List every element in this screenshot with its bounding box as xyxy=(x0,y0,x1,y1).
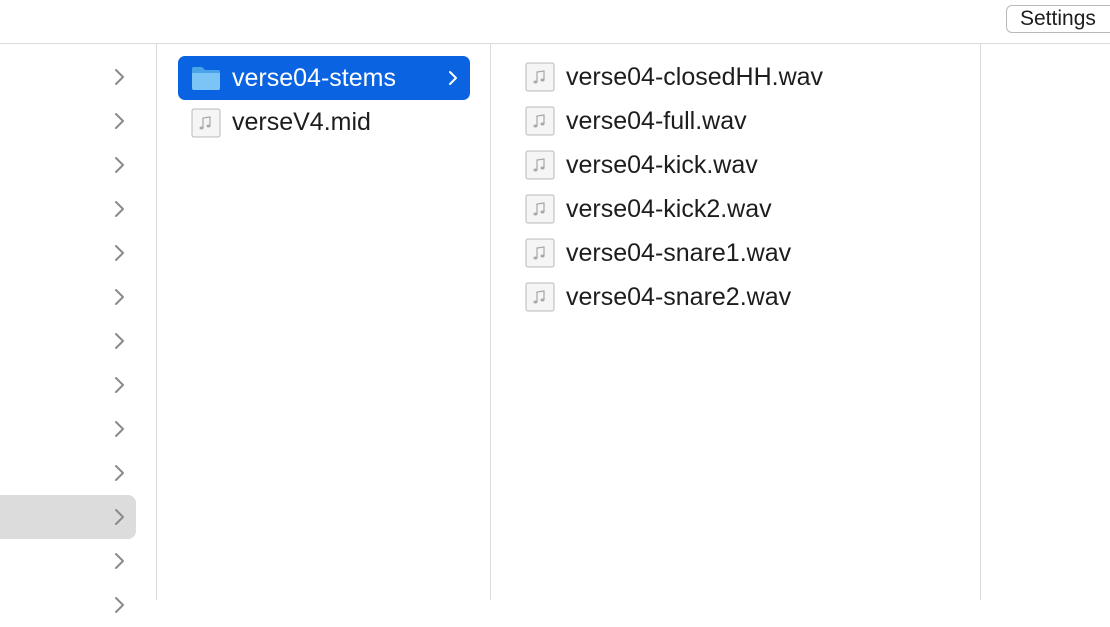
audio-file-icon xyxy=(525,194,555,224)
chevron-right-icon xyxy=(112,595,128,615)
folder-icon xyxy=(191,64,221,92)
list-item-file[interactable]: verse04-snare2.wav xyxy=(522,275,962,319)
chevron-right-icon xyxy=(112,463,128,483)
finder-column-1[interactable] xyxy=(0,44,157,613)
file-label: verse04-full.wav xyxy=(566,107,747,135)
audio-file-icon xyxy=(525,238,555,268)
audio-file-icon xyxy=(525,62,555,92)
list-item[interactable] xyxy=(0,407,136,451)
list-item-selected[interactable] xyxy=(0,495,136,539)
audio-file-icon xyxy=(525,150,555,180)
list-item[interactable] xyxy=(0,363,136,407)
toolbar: Settings xyxy=(0,0,1110,44)
chevron-right-icon xyxy=(112,287,128,307)
list-item-file[interactable]: verse04-kick.wav xyxy=(522,143,962,187)
settings-button[interactable]: Settings xyxy=(1006,5,1110,33)
list-item-folder-verse04-stems[interactable]: verse04-stems xyxy=(178,56,470,100)
list-item[interactable] xyxy=(0,451,136,495)
list-item-file[interactable]: verse04-kick2.wav xyxy=(522,187,962,231)
audio-file-icon xyxy=(525,282,555,312)
audio-file-icon xyxy=(191,108,221,138)
finder-column-3[interactable]: verse04-closedHH.wav verse04-full.wav ve… xyxy=(492,44,981,600)
chevron-right-icon xyxy=(112,331,128,351)
audio-file-icon xyxy=(525,106,555,136)
chevron-right-icon xyxy=(112,111,128,131)
list-item[interactable] xyxy=(0,539,136,583)
list-item[interactable] xyxy=(0,319,136,363)
finder-column-2[interactable]: verse04-stems verseV4.mid xyxy=(158,44,491,600)
list-item[interactable] xyxy=(0,55,136,99)
file-label: verse04-kick2.wav xyxy=(566,195,772,223)
list-item[interactable] xyxy=(0,583,136,627)
chevron-right-icon xyxy=(112,419,128,439)
list-item-file-versev4-mid[interactable]: verseV4.mid xyxy=(178,100,470,144)
file-label: verse04-snare2.wav xyxy=(566,283,792,311)
list-item[interactable] xyxy=(0,99,136,143)
list-item[interactable] xyxy=(0,143,136,187)
list-item[interactable] xyxy=(0,275,136,319)
chevron-right-icon xyxy=(112,375,128,395)
chevron-right-icon xyxy=(446,68,460,88)
file-label: verseV4.mid xyxy=(232,108,371,136)
chevron-right-icon xyxy=(112,243,128,263)
list-item-file[interactable]: verse04-full.wav xyxy=(522,99,962,143)
file-label: verse04-closedHH.wav xyxy=(566,63,824,91)
list-item[interactable] xyxy=(0,231,136,275)
folder-label: verse04-stems xyxy=(232,64,396,92)
list-item-file[interactable]: verse04-closedHH.wav xyxy=(522,55,962,99)
chevron-right-icon xyxy=(112,155,128,175)
chevron-right-icon xyxy=(112,551,128,571)
list-item[interactable] xyxy=(0,187,136,231)
chevron-right-icon xyxy=(112,507,128,527)
chevron-right-icon xyxy=(112,67,128,87)
chevron-right-icon xyxy=(112,199,128,219)
file-label: verse04-kick.wav xyxy=(566,151,758,179)
list-item-file[interactable]: verse04-snare1.wav xyxy=(522,231,962,275)
file-label: verse04-snare1.wav xyxy=(566,239,792,267)
